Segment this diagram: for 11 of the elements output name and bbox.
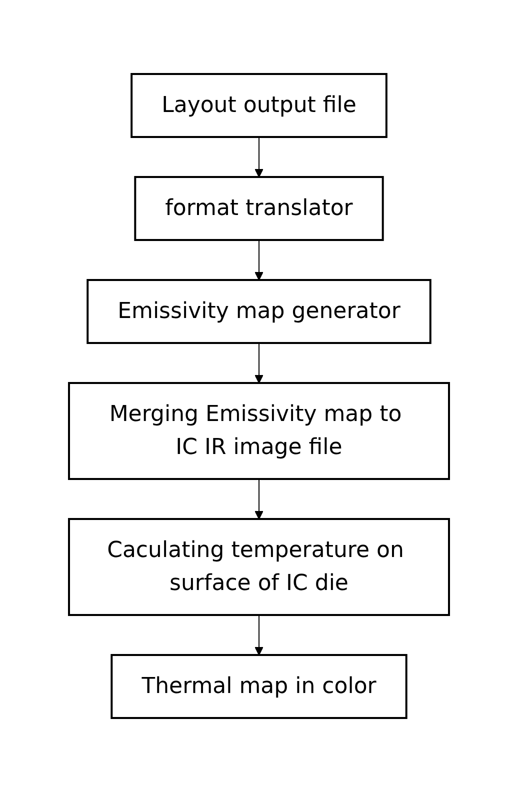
- node-box: Emissivity map generator: [86, 279, 432, 344]
- node-box: Layout output file: [130, 73, 388, 138]
- node-box: Caculating temperature on surface of IC die: [68, 518, 450, 616]
- arrow: [254, 136, 264, 178]
- arrow: [254, 342, 264, 384]
- node-box: Merging Emissivity map to IC IR image file: [68, 382, 450, 480]
- arrow: [254, 478, 264, 520]
- arrow: [254, 614, 264, 656]
- node-box: Thermal map in color: [110, 654, 408, 719]
- node-box: format translator: [134, 176, 384, 241]
- arrow: [254, 240, 264, 280]
